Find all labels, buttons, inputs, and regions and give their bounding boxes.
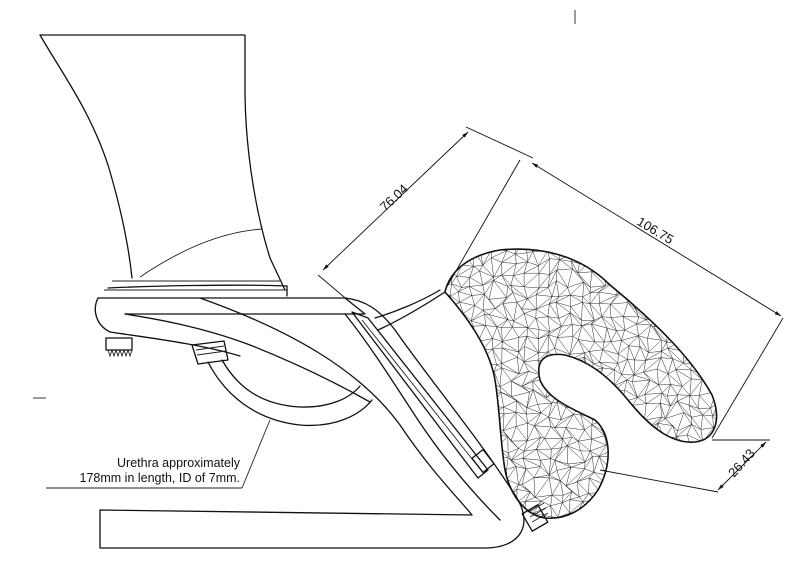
threaded-fitting-left [105, 337, 133, 358]
length-label: 106.75 [634, 214, 676, 247]
threaded-fitting-bottom [521, 502, 549, 532]
base-plate [94, 297, 371, 403]
mesh-body [444, 248, 718, 520]
urethra-note-line-1: Urethra approximately [117, 456, 240, 470]
width-label: 76.04 [377, 181, 411, 214]
urethra-note: Urethra approximately 178mm in length, I… [80, 456, 240, 486]
urethra-tube [207, 359, 373, 427]
leg-outline [39, 34, 288, 297]
dimension-depth: 26.43 [599, 439, 770, 493]
threaded-fitting-under [191, 340, 229, 365]
annotation-leader [46, 419, 271, 489]
depth-label: 26.43 [725, 446, 758, 480]
mounting-rail [351, 289, 495, 479]
mesh-triangulation [445, 249, 717, 519]
urethra-note-line-2: 178mm in length, ID of 7mm. [79, 471, 240, 485]
c-frame [99, 297, 525, 549]
